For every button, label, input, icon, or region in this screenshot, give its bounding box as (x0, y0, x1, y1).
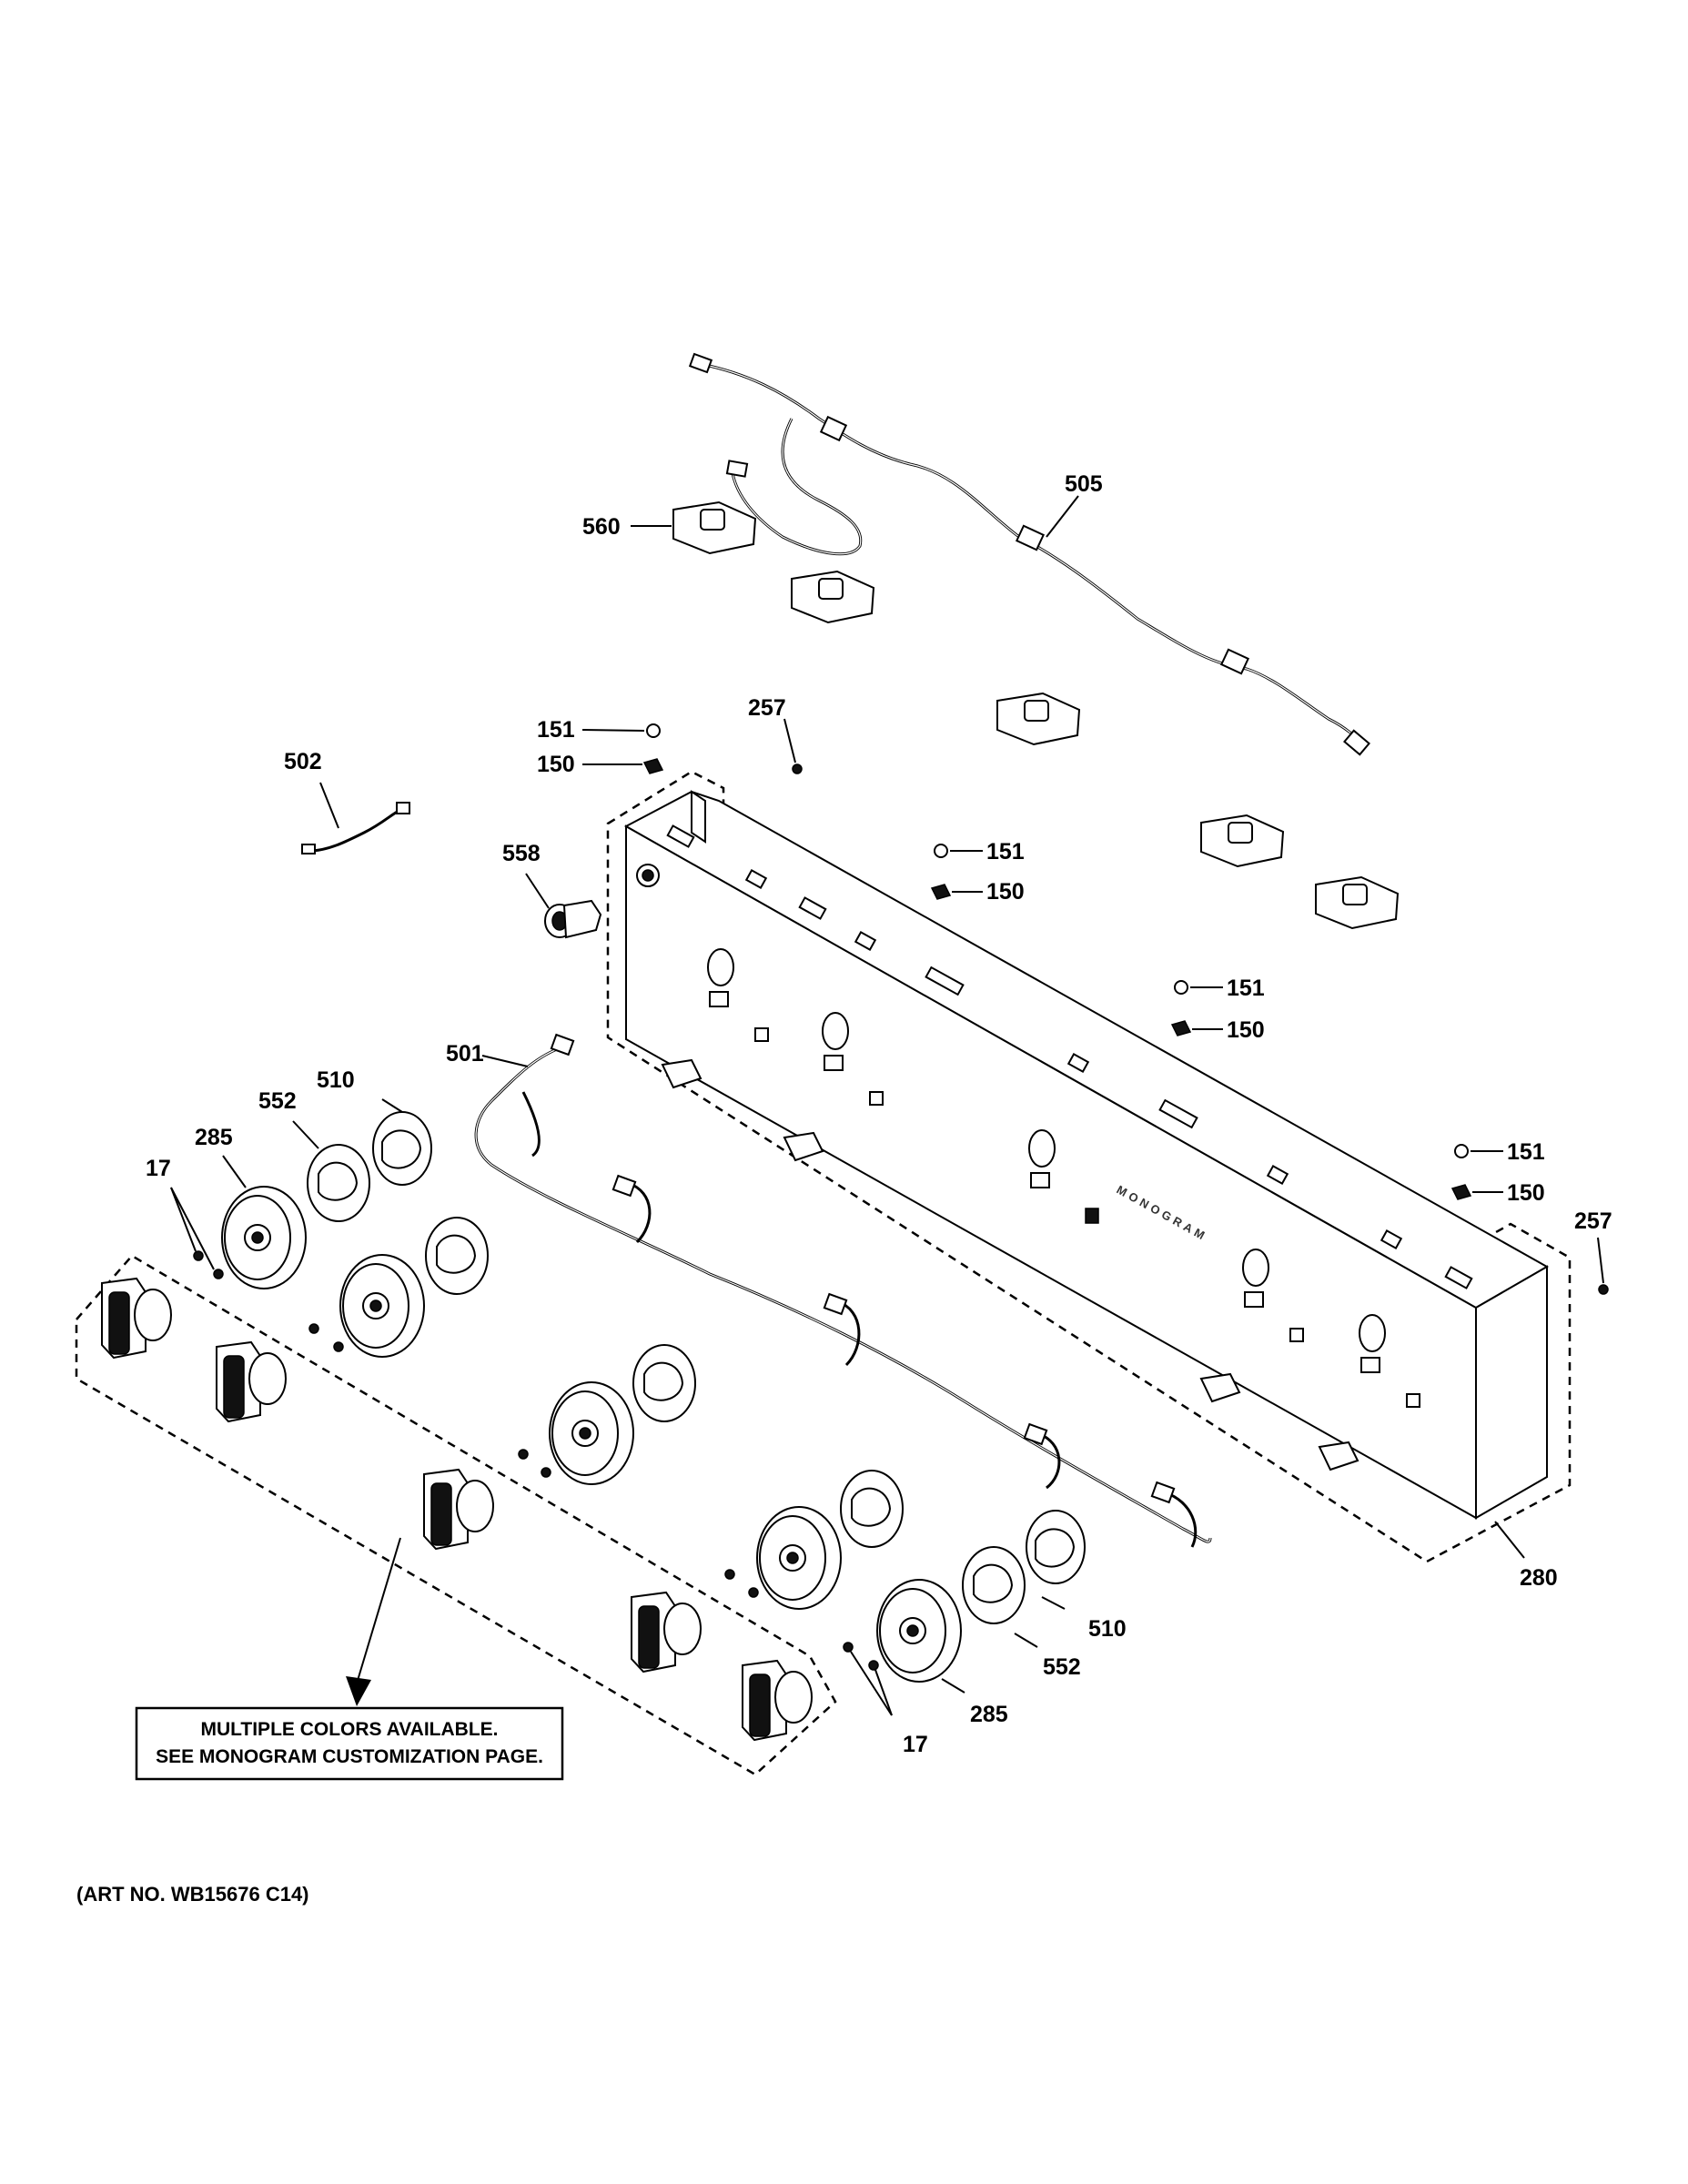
callout-151: 151 (537, 717, 575, 743)
callout-151: 151 (986, 839, 1025, 864)
control-panel-280: MONOGRAM (606, 770, 1572, 1563)
wire-harness-505 (688, 352, 1370, 756)
callout-150: 150 (1507, 1180, 1545, 1206)
callout-552: 552 (1043, 1654, 1081, 1680)
fasteners (581, 718, 1609, 1295)
callout-552: 552 (258, 1088, 297, 1114)
leader-510a (381, 1098, 403, 1113)
callout-558: 558 (502, 841, 541, 866)
leader-501 (481, 1055, 529, 1067)
knob-assemblies (221, 1098, 1086, 1694)
customization-note: MULTIPLE COLORS AVAILABLE. SEE MONOGRAM … (135, 1706, 564, 1781)
wire-harness-501 (474, 1033, 1212, 1548)
callout-151: 151 (1507, 1139, 1545, 1165)
wire-502 (301, 782, 410, 854)
leader-510b (1041, 1596, 1066, 1610)
leader-505 (1046, 495, 1079, 538)
callout-257: 257 (1574, 1208, 1612, 1234)
note-line-2: SEE MONOGRAM CUSTOMIZATION PAGE. (156, 1746, 543, 1767)
callout-510: 510 (1088, 1616, 1127, 1642)
callout-280: 280 (1520, 1565, 1558, 1591)
callout-150: 150 (1227, 1017, 1265, 1043)
callout-labels: 505 560 151 150 257 502 558 151 150 151 … (146, 471, 1612, 1757)
callout-501: 501 (446, 1041, 484, 1067)
screws-17 (170, 1187, 893, 1716)
leader-280 (1494, 1521, 1525, 1559)
switch-560 (631, 500, 1400, 930)
note-leader (356, 1537, 401, 1684)
callout-285: 285 (970, 1702, 1008, 1727)
callout-17: 17 (903, 1732, 928, 1757)
callout-510: 510 (317, 1067, 355, 1093)
art-number: (ART NO. WB15676 C14) (76, 1883, 309, 1906)
callout-151: 151 (1227, 976, 1265, 1001)
panel-openings (707, 948, 1420, 1408)
light-558 (525, 873, 602, 939)
callout-17: 17 (146, 1156, 171, 1181)
control-knobs-group (75, 1254, 837, 1776)
note-line-1: MULTIPLE COLORS AVAILABLE. (200, 1719, 498, 1740)
callout-502: 502 (284, 749, 322, 774)
callout-560: 560 (582, 514, 621, 540)
callout-150: 150 (537, 752, 575, 777)
callout-505: 505 (1065, 471, 1103, 497)
callout-285: 285 (195, 1125, 233, 1150)
callout-257: 257 (748, 695, 786, 721)
callout-150: 150 (986, 879, 1025, 905)
